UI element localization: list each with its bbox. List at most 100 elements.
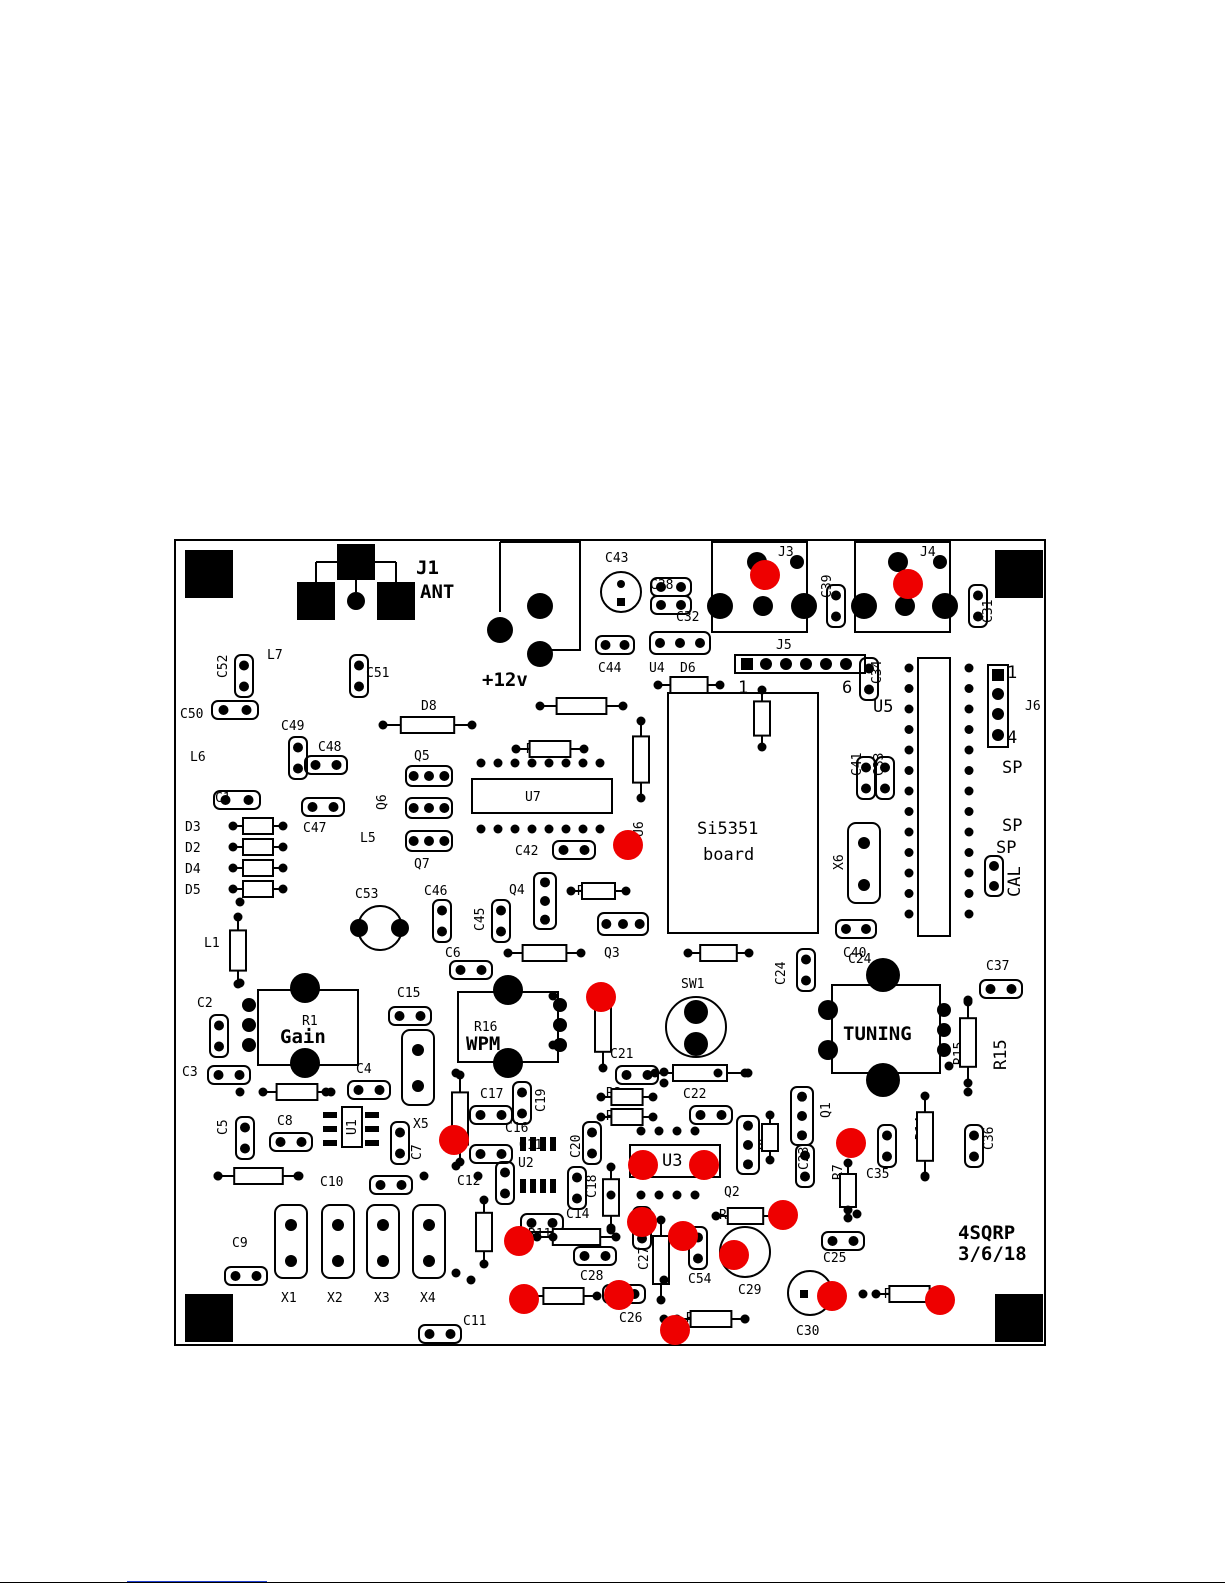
ic-u1 xyxy=(323,1106,379,1148)
svg-text:Q4: Q4 xyxy=(509,883,525,898)
pcb-outline xyxy=(174,539,1046,1346)
capacitor-c12 xyxy=(495,1161,515,1205)
cal-label: CAL xyxy=(1005,866,1025,897)
gain-label: Gain xyxy=(280,1026,326,1048)
part-r20 xyxy=(503,944,586,962)
svg-text:C35: C35 xyxy=(866,1167,889,1182)
switch-sw1 xyxy=(665,996,727,1058)
capacitor-c39 xyxy=(826,584,846,628)
mounting-pad-bottom-right xyxy=(995,1294,1043,1342)
svg-text:C47: C47 xyxy=(303,821,326,836)
part-d6 xyxy=(653,676,725,694)
svg-text:C10: C10 xyxy=(320,1175,343,1190)
svg-text:Q5: Q5 xyxy=(414,749,430,764)
header-j6 xyxy=(987,664,1009,748)
assembly-marker-dot xyxy=(817,1281,847,1311)
svg-text:C28: C28 xyxy=(580,1269,603,1284)
part-d1 xyxy=(535,697,628,715)
svg-text:Q3: Q3 xyxy=(604,946,620,961)
svg-text:C40: C40 xyxy=(843,946,866,961)
capacitor-c18 xyxy=(567,1166,587,1210)
capacitor-c33 xyxy=(875,756,895,800)
svg-text:C19: C19 xyxy=(534,1089,549,1112)
part-r21 xyxy=(511,740,589,758)
mounting-pad-bottom-left xyxy=(185,1294,233,1342)
part-r17 xyxy=(632,716,650,803)
svg-text:C25: C25 xyxy=(823,1251,846,1266)
svg-text:C24: C24 xyxy=(848,952,872,967)
capacitor-c34 xyxy=(859,657,879,701)
crystal-x5 xyxy=(401,1029,435,1106)
svg-text:C37: C37 xyxy=(986,959,1009,974)
svg-text:U4: U4 xyxy=(649,661,665,676)
ic-u3-pins xyxy=(636,1126,700,1200)
capacitor-c28 xyxy=(573,1246,617,1266)
sp-label-1: SP xyxy=(1002,758,1022,778)
svg-text:D3: D3 xyxy=(185,820,201,835)
part-d8 xyxy=(378,716,477,734)
part-d7 xyxy=(753,685,771,752)
x4-label: X4 xyxy=(420,1291,436,1306)
svg-text:C9: C9 xyxy=(232,1236,248,1251)
part-r13 xyxy=(711,1207,780,1225)
svg-text:C36: C36 xyxy=(982,1127,997,1150)
svg-text:C42: C42 xyxy=(515,844,538,859)
svg-text:L6: L6 xyxy=(190,750,206,765)
jack-j4 xyxy=(851,541,958,633)
capacitor-c36 xyxy=(964,1124,984,1168)
svg-text:C44: C44 xyxy=(598,661,622,676)
jumper-cal xyxy=(984,855,1004,897)
capacitor-c40 xyxy=(835,919,877,939)
j1-label: J1 xyxy=(416,557,439,579)
capacitor-c22 xyxy=(689,1105,733,1125)
r16-label: R16 xyxy=(474,1020,497,1035)
transistor-q7 xyxy=(405,830,453,852)
capacitor-c10 xyxy=(369,1175,413,1195)
silkscreen-labels: C38 C32 U4 D6 J5 C44 L7 C51 D8 D1 C50 C4… xyxy=(180,575,1009,1329)
capacitor-c50 xyxy=(211,700,259,720)
svg-text:C54: C54 xyxy=(688,1272,712,1287)
svg-text:Q6: Q6 xyxy=(375,794,390,810)
assembly-marker-dot xyxy=(628,1150,658,1180)
svg-text:C7: C7 xyxy=(410,1144,425,1160)
u7-label: U7 xyxy=(525,790,541,805)
part-d2 xyxy=(228,838,288,856)
component-pads xyxy=(207,577,1023,1344)
svg-text:C8: C8 xyxy=(277,1114,293,1129)
svg-text:C14: C14 xyxy=(566,1207,590,1222)
capacitor-c17 xyxy=(469,1105,513,1125)
sp-label-3: SP xyxy=(996,838,1016,858)
svg-text:D5: D5 xyxy=(185,883,201,898)
svg-text:C39: C39 xyxy=(820,575,835,598)
footer-rule xyxy=(0,1582,1225,1583)
pot-wpm xyxy=(457,975,567,1078)
capacitor-c46 xyxy=(432,899,452,943)
part-r15 xyxy=(959,997,977,1088)
assembly-markers xyxy=(439,560,955,1345)
svg-text:C27: C27 xyxy=(637,1247,652,1270)
assembly-marker-dot xyxy=(689,1150,719,1180)
jack-j3 xyxy=(707,541,817,633)
footer-link-underline[interactable] xyxy=(127,1581,267,1582)
capacitor-c16 xyxy=(469,1144,513,1164)
assembly-marker-dot xyxy=(660,1315,690,1345)
svg-text:C18: C18 xyxy=(585,1175,600,1198)
capacitor-c38b xyxy=(650,595,692,615)
part-r3 xyxy=(596,1108,658,1126)
part-d4 xyxy=(228,859,288,877)
assembly-marker-dot xyxy=(586,982,616,1012)
svg-text:C3: C3 xyxy=(182,1065,198,1080)
crystal-x4 xyxy=(412,1204,446,1279)
cap-c43 xyxy=(600,571,642,613)
svg-text:D6: D6 xyxy=(680,661,696,676)
regulator-u4 xyxy=(649,631,711,655)
svg-text:C21: C21 xyxy=(610,1047,633,1062)
svg-text:Q1: Q1 xyxy=(819,1102,834,1118)
sw1-label: SW1 xyxy=(681,977,704,992)
svg-text:C11: C11 xyxy=(463,1314,486,1329)
assembly-marker-dot xyxy=(719,1240,749,1270)
capacitor-c42 xyxy=(552,840,596,860)
svg-text:C31: C31 xyxy=(981,600,996,623)
transistor-q2 xyxy=(736,1115,760,1175)
assembly-marker-dot xyxy=(925,1285,955,1315)
